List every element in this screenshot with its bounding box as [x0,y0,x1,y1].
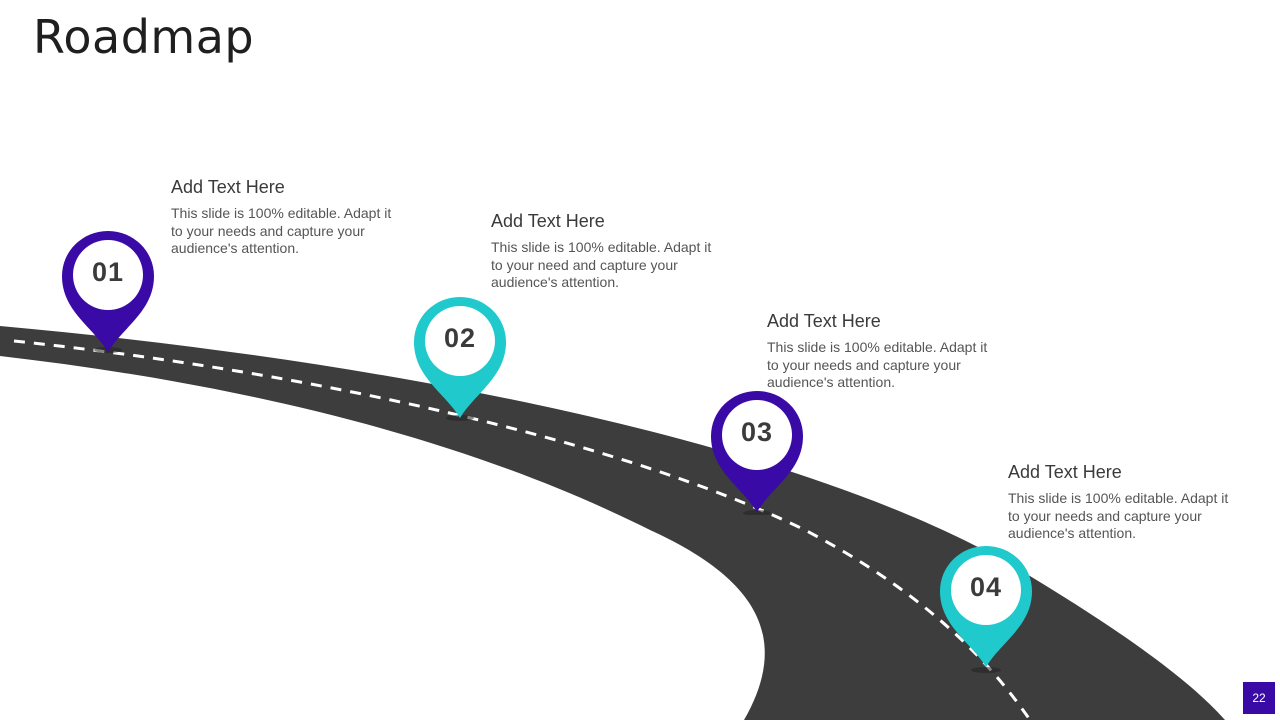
milestone-pin-02[interactable]: 02 [414,297,506,421]
milestone-text-02: Add Text Here This slide is 100% editabl… [491,211,721,292]
milestone-text-01: Add Text Here This slide is 100% editabl… [171,177,401,258]
milestone-pin-04[interactable]: 04 [940,546,1032,673]
page-number-badge: 22 [1243,682,1275,714]
milestone-description: This slide is 100% editable. Adapt it to… [491,239,712,290]
milestone-number: 03 [740,417,774,447]
milestone-text-03: Add Text Here This slide is 100% editabl… [767,311,997,392]
milestone-heading: Add Text Here [171,177,285,197]
milestone-description: This slide is 100% editable. Adapt it to… [1008,490,1229,541]
milestone-heading: Add Text Here [767,311,881,331]
milestone-number: 01 [91,257,125,287]
milestone-heading: Add Text Here [1008,462,1122,482]
milestone-number: 02 [443,323,477,353]
map-pin-icon [711,391,803,515]
map-pin-icon [62,231,154,353]
milestone-description: This slide is 100% editable. Adapt it to… [767,339,988,390]
milestone-pin-03[interactable]: 03 [711,391,803,515]
slide-title: Roadmap [33,10,255,64]
milestone-heading: Add Text Here [491,211,605,231]
road-surface [0,326,1225,720]
map-pin-icon [940,546,1032,673]
milestone-description: This slide is 100% editable. Adapt it to… [171,205,392,256]
milestone-number: 04 [969,572,1003,602]
milestone-text-04: Add Text Here This slide is 100% editabl… [1008,462,1238,543]
milestone-pin-01[interactable]: 01 [62,231,154,355]
map-pin-icon [414,297,506,421]
